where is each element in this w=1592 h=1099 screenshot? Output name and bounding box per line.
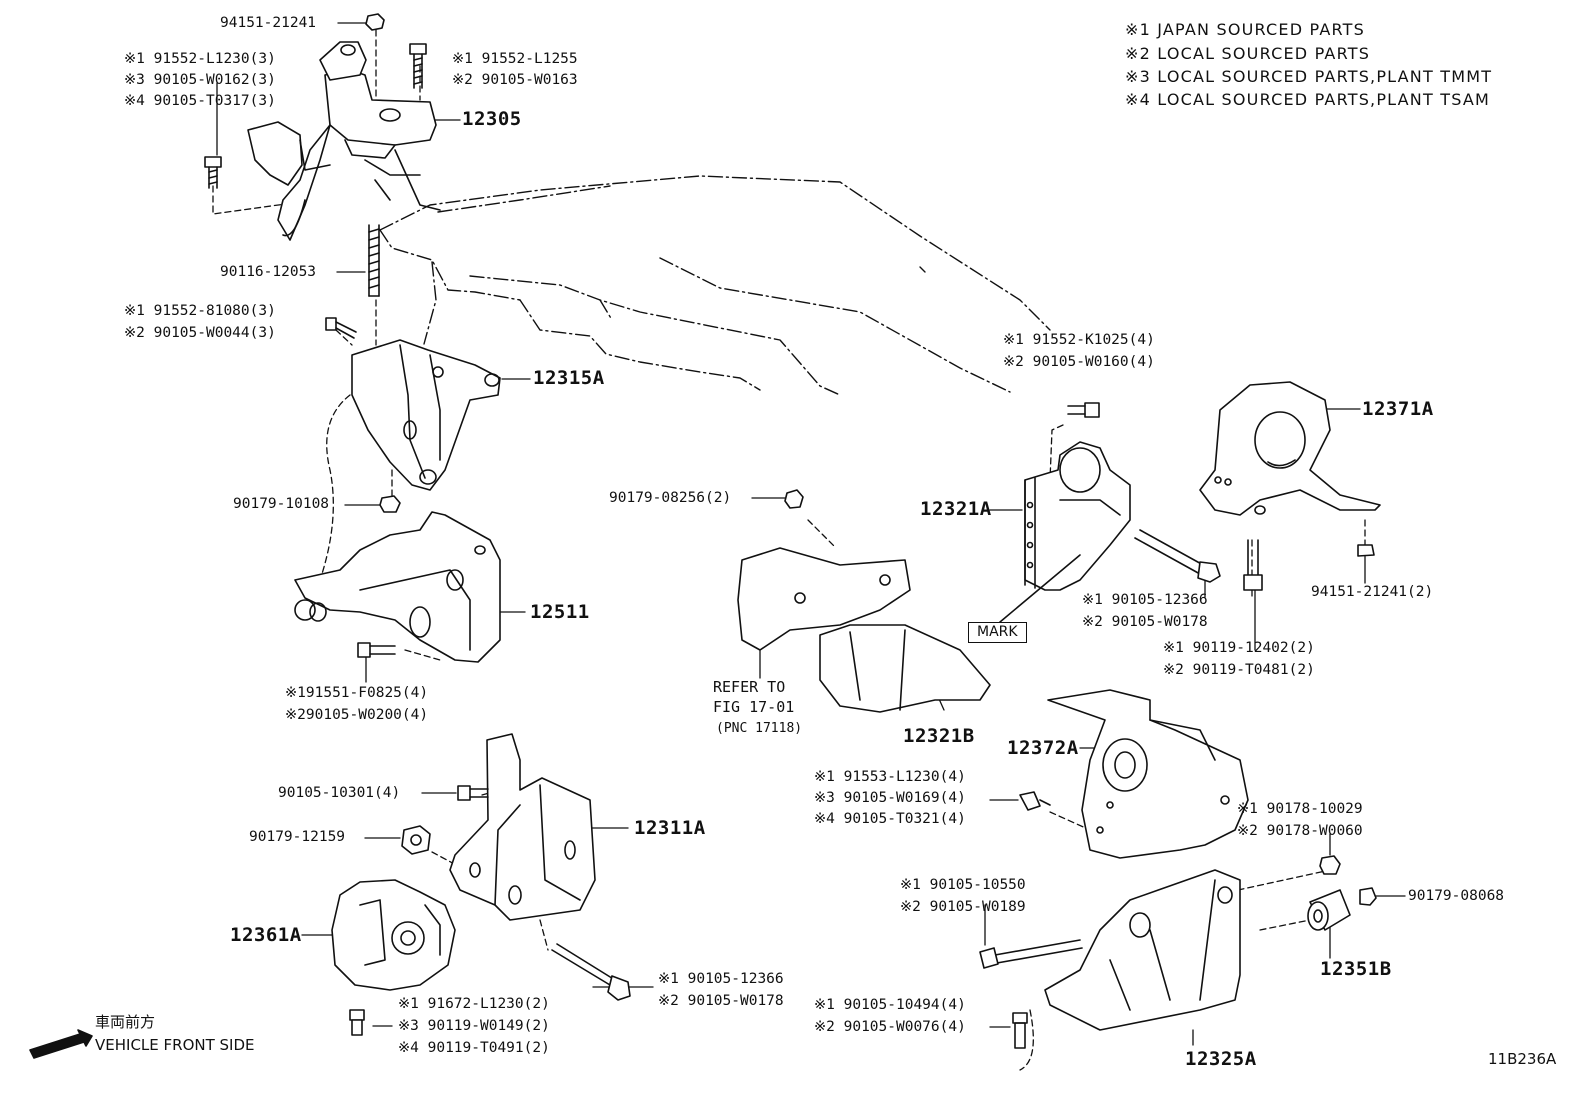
fastener-91552-l1255[interactable]: ※1 91552-L1255	[452, 51, 578, 67]
bolt-long-12366	[551, 943, 631, 1001]
part-12351B-drawing	[1307, 889, 1351, 931]
stud-90116	[368, 224, 380, 297]
fastener-90105-w0044[interactable]: ※2 90105-W0044(3)	[124, 325, 276, 341]
fastener-90119-t0491[interactable]: ※4 90119-T0491(2)	[398, 1040, 550, 1056]
bolt-l1230	[1019, 791, 1051, 811]
fastener-90105-w0189[interactable]: ※2 90105-W0189	[900, 899, 1026, 915]
fastener-90179-08256[interactable]: 90179-08256(2)	[609, 490, 732, 506]
fastener-90105-w0178-right[interactable]: ※2 90105-W0178	[1082, 614, 1208, 630]
part-label-12321A[interactable]: 12321A	[920, 498, 992, 520]
fastener-90105-w0169[interactable]: ※3 90105-W0169(4)	[814, 790, 966, 806]
fastener-90179-10108[interactable]: 90179-10108	[233, 496, 330, 512]
note-1: ※1 JAPAN SOURCED PARTS	[1125, 20, 1366, 39]
bolt-long-12366-right	[1134, 529, 1221, 583]
refer-line-2[interactable]: FIG 17-01	[713, 698, 795, 716]
fastener-90105-12366-right[interactable]: ※1 90105-12366	[1082, 592, 1208, 608]
vehicle-front-jp: 車両前方	[95, 1013, 156, 1031]
front-arrow-icon	[29, 1029, 93, 1059]
refer-line-3: (PNC 17118)	[716, 721, 803, 736]
fastener-90178-10029[interactable]: ※1 90178-10029	[1237, 801, 1363, 817]
fastener-90105-12366-left[interactable]: ※1 90105-12366	[658, 971, 784, 987]
note-2: ※2 LOCAL SOURCED PARTS	[1125, 44, 1371, 63]
bolt-left-1	[204, 156, 222, 189]
vehicle-front-en: VEHICLE FRONT SIDE	[95, 1036, 255, 1054]
bolt-mid	[325, 317, 357, 339]
fastener-94151-21241-x2[interactable]: 94151-21241(2)	[1311, 584, 1434, 600]
fastener-90105-w0163[interactable]: ※2 90105-W0163	[452, 72, 578, 88]
fastener-94151-21241[interactable]: 94151-21241	[220, 15, 317, 31]
fastener-91553-l1230[interactable]: ※1 91553-L1230(4)	[814, 769, 966, 785]
part-12325A-drawing	[1044, 869, 1241, 1031]
mark-label: MARK	[968, 622, 1027, 643]
part-12511-drawing	[294, 511, 501, 663]
nut-90179-10108	[379, 495, 401, 513]
part-12321B-drawing	[737, 547, 991, 713]
part-label-12372A[interactable]: 12372A	[1007, 737, 1079, 759]
fastener-91552-k1025[interactable]: ※1 91552-K1025(4)	[1003, 332, 1155, 348]
fastener-90105-10550[interactable]: ※1 90105-10550	[900, 877, 1026, 893]
part-label-12321B[interactable]: 12321B	[903, 725, 975, 747]
part-12372A-drawing	[1047, 689, 1249, 859]
fastener-90179-08068[interactable]: 90179-08068	[1408, 888, 1505, 904]
fastener-91552-81080[interactable]: ※1 91552-81080(3)	[124, 303, 276, 319]
figure-code: 11B236A	[1488, 1050, 1557, 1068]
note-3: ※3 LOCAL SOURCED PARTS,PLANT TMMT	[1125, 67, 1493, 86]
bolt-10494	[1012, 1012, 1028, 1049]
fastener-90105-t0317[interactable]: ※4 90105-T0317(3)	[124, 93, 276, 109]
fastener-90105-w0160[interactable]: ※2 90105-W0160(4)	[1003, 354, 1155, 370]
part-label-12371A[interactable]: 12371A	[1362, 398, 1434, 420]
fastener-90105-w0076[interactable]: ※2 90105-W0076(4)	[814, 1019, 966, 1035]
fastener-91551-f0825[interactable]: ※191551-F0825(4)	[285, 685, 429, 701]
fastener-91552-l1230[interactable]: ※1 91552-L1230(3)	[124, 51, 276, 67]
part-12315A-drawing	[351, 339, 501, 491]
fastener-90119-w0149[interactable]: ※3 90119-W0149(2)	[398, 1018, 550, 1034]
fastener-90105-t0321[interactable]: ※4 90105-T0321(4)	[814, 811, 966, 827]
fastener-90119-t0481[interactable]: ※2 90119-T0481(2)	[1163, 662, 1315, 678]
bolt-top-1	[365, 13, 385, 31]
fastener-90179-12159[interactable]: 90179-12159	[249, 829, 346, 845]
bolt-long-10550	[979, 939, 1083, 969]
stud-12402	[1243, 539, 1263, 591]
fastener-91672-l1230[interactable]: ※1 91672-L1230(2)	[398, 996, 550, 1012]
part-label-12325A[interactable]: 12325A	[1185, 1048, 1257, 1070]
fastener-90105-w0178-left[interactable]: ※2 90105-W0178	[658, 993, 784, 1009]
part-12371A-drawing	[1199, 381, 1381, 516]
nut-10029	[1319, 855, 1341, 875]
bolt-bottom-left	[349, 1009, 365, 1036]
refer-line-1[interactable]: REFER TO	[713, 678, 786, 696]
nut-90179-12159	[401, 825, 431, 855]
bolt-top-2	[409, 43, 427, 89]
part-label-12511[interactable]: 12511	[530, 601, 590, 623]
part-12311A-drawing	[449, 733, 596, 921]
part-label-12351B[interactable]: 12351B	[1320, 958, 1392, 980]
part-label-12361A[interactable]: 12361A	[230, 924, 302, 946]
bolt-low	[357, 642, 396, 658]
nut-90179-08068	[1359, 887, 1377, 906]
fastener-90119-12402[interactable]: ※1 90119-12402(2)	[1163, 640, 1315, 656]
fastener-90105-w0200[interactable]: ※290105-W0200(4)	[285, 707, 429, 723]
nut-90179-08256	[784, 489, 804, 509]
engine-outline	[379, 175, 1051, 396]
part-12305-drawing	[247, 41, 441, 241]
part-12361A-drawing	[331, 879, 456, 991]
note-4: ※4 LOCAL SOURCED PARTS,PLANT TSAM	[1125, 90, 1491, 109]
fastener-90105-w0162[interactable]: ※3 90105-W0162(3)	[124, 72, 276, 88]
part-label-12315A[interactable]: 12315A	[533, 367, 605, 389]
part-label-12311A[interactable]: 12311A	[634, 817, 706, 839]
part-12321A-drawing	[999, 441, 1131, 623]
bolt-90105-10301	[457, 785, 489, 801]
fastener-90105-10301[interactable]: 90105-10301(4)	[278, 785, 401, 801]
part-label-12305[interactable]: 12305	[462, 108, 522, 130]
fastener-90116-12053[interactable]: 90116-12053	[220, 264, 317, 280]
fastener-90105-10494[interactable]: ※1 90105-10494(4)	[814, 997, 966, 1013]
bolt-k1025	[1067, 402, 1100, 418]
nut-94151-right	[1357, 544, 1375, 557]
fastener-90178-w0060[interactable]: ※2 90178-W0060	[1237, 823, 1363, 839]
